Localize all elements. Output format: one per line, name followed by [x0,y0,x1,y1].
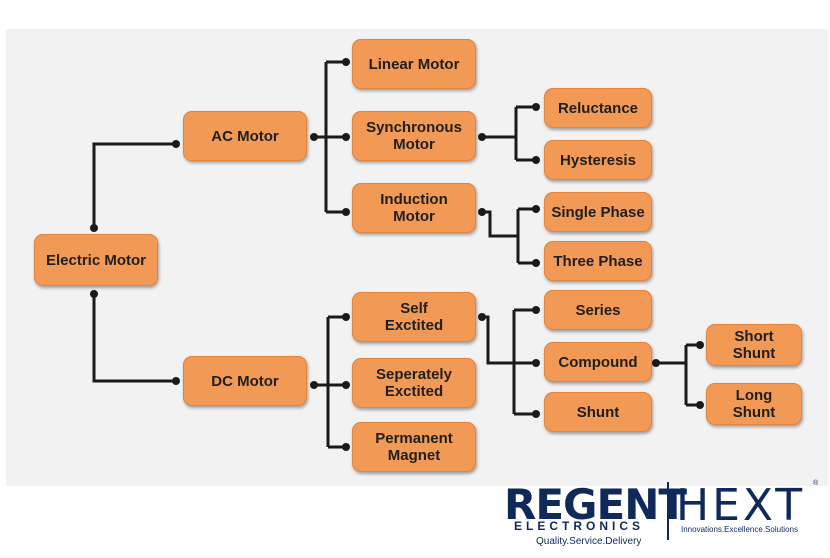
node-ac-motor: AC Motor [183,111,307,161]
node-series: Series [544,290,652,330]
node-synchronous-motor: Synchronous Motor [352,111,476,161]
logo-divider [667,482,669,540]
node-separately-excited: Seperately Exctited [352,358,476,408]
node-dc-motor: DC Motor [183,356,307,406]
edge-self-out [482,315,514,365]
edge-induction-out [482,210,518,238]
node-self-excited: Self Exctited [352,292,476,342]
node-electric-motor: Electric Motor [34,234,158,286]
regent-electronics-text: ELECTRONICS [514,519,645,533]
connector-dots [90,58,704,451]
node-compound: Compound [544,342,652,382]
registered-mark-icon: ® [813,480,819,487]
hext-tagline: Innovations.Excellence.Solutions [681,525,798,534]
node-shunt: Shunt [544,392,652,432]
regent-logo: REGENT [504,480,687,529]
node-induction-motor: Induction Motor [352,183,476,233]
node-reluctance: Reluctance [544,88,652,128]
edge-root-ac [92,142,176,228]
edge-root-dc [92,294,176,383]
node-long-shunt: Long Shunt [706,383,802,425]
node-hysteresis: Hysteresis [544,140,652,180]
node-single-phase: Single Phase [544,192,652,232]
hext-logo: HEXT [676,480,806,531]
node-linear-motor: Linear Motor [352,39,476,89]
node-three-phase: Three Phase [544,241,652,281]
node-permanent-magnet: Permanent Magnet [352,422,476,472]
brand-logos: REGENT ELECTRONICS Quality.Service.Deliv… [500,478,830,558]
node-short-shunt: Short Shunt [706,324,802,366]
regent-tagline: Quality.Service.Delivery [536,536,642,547]
